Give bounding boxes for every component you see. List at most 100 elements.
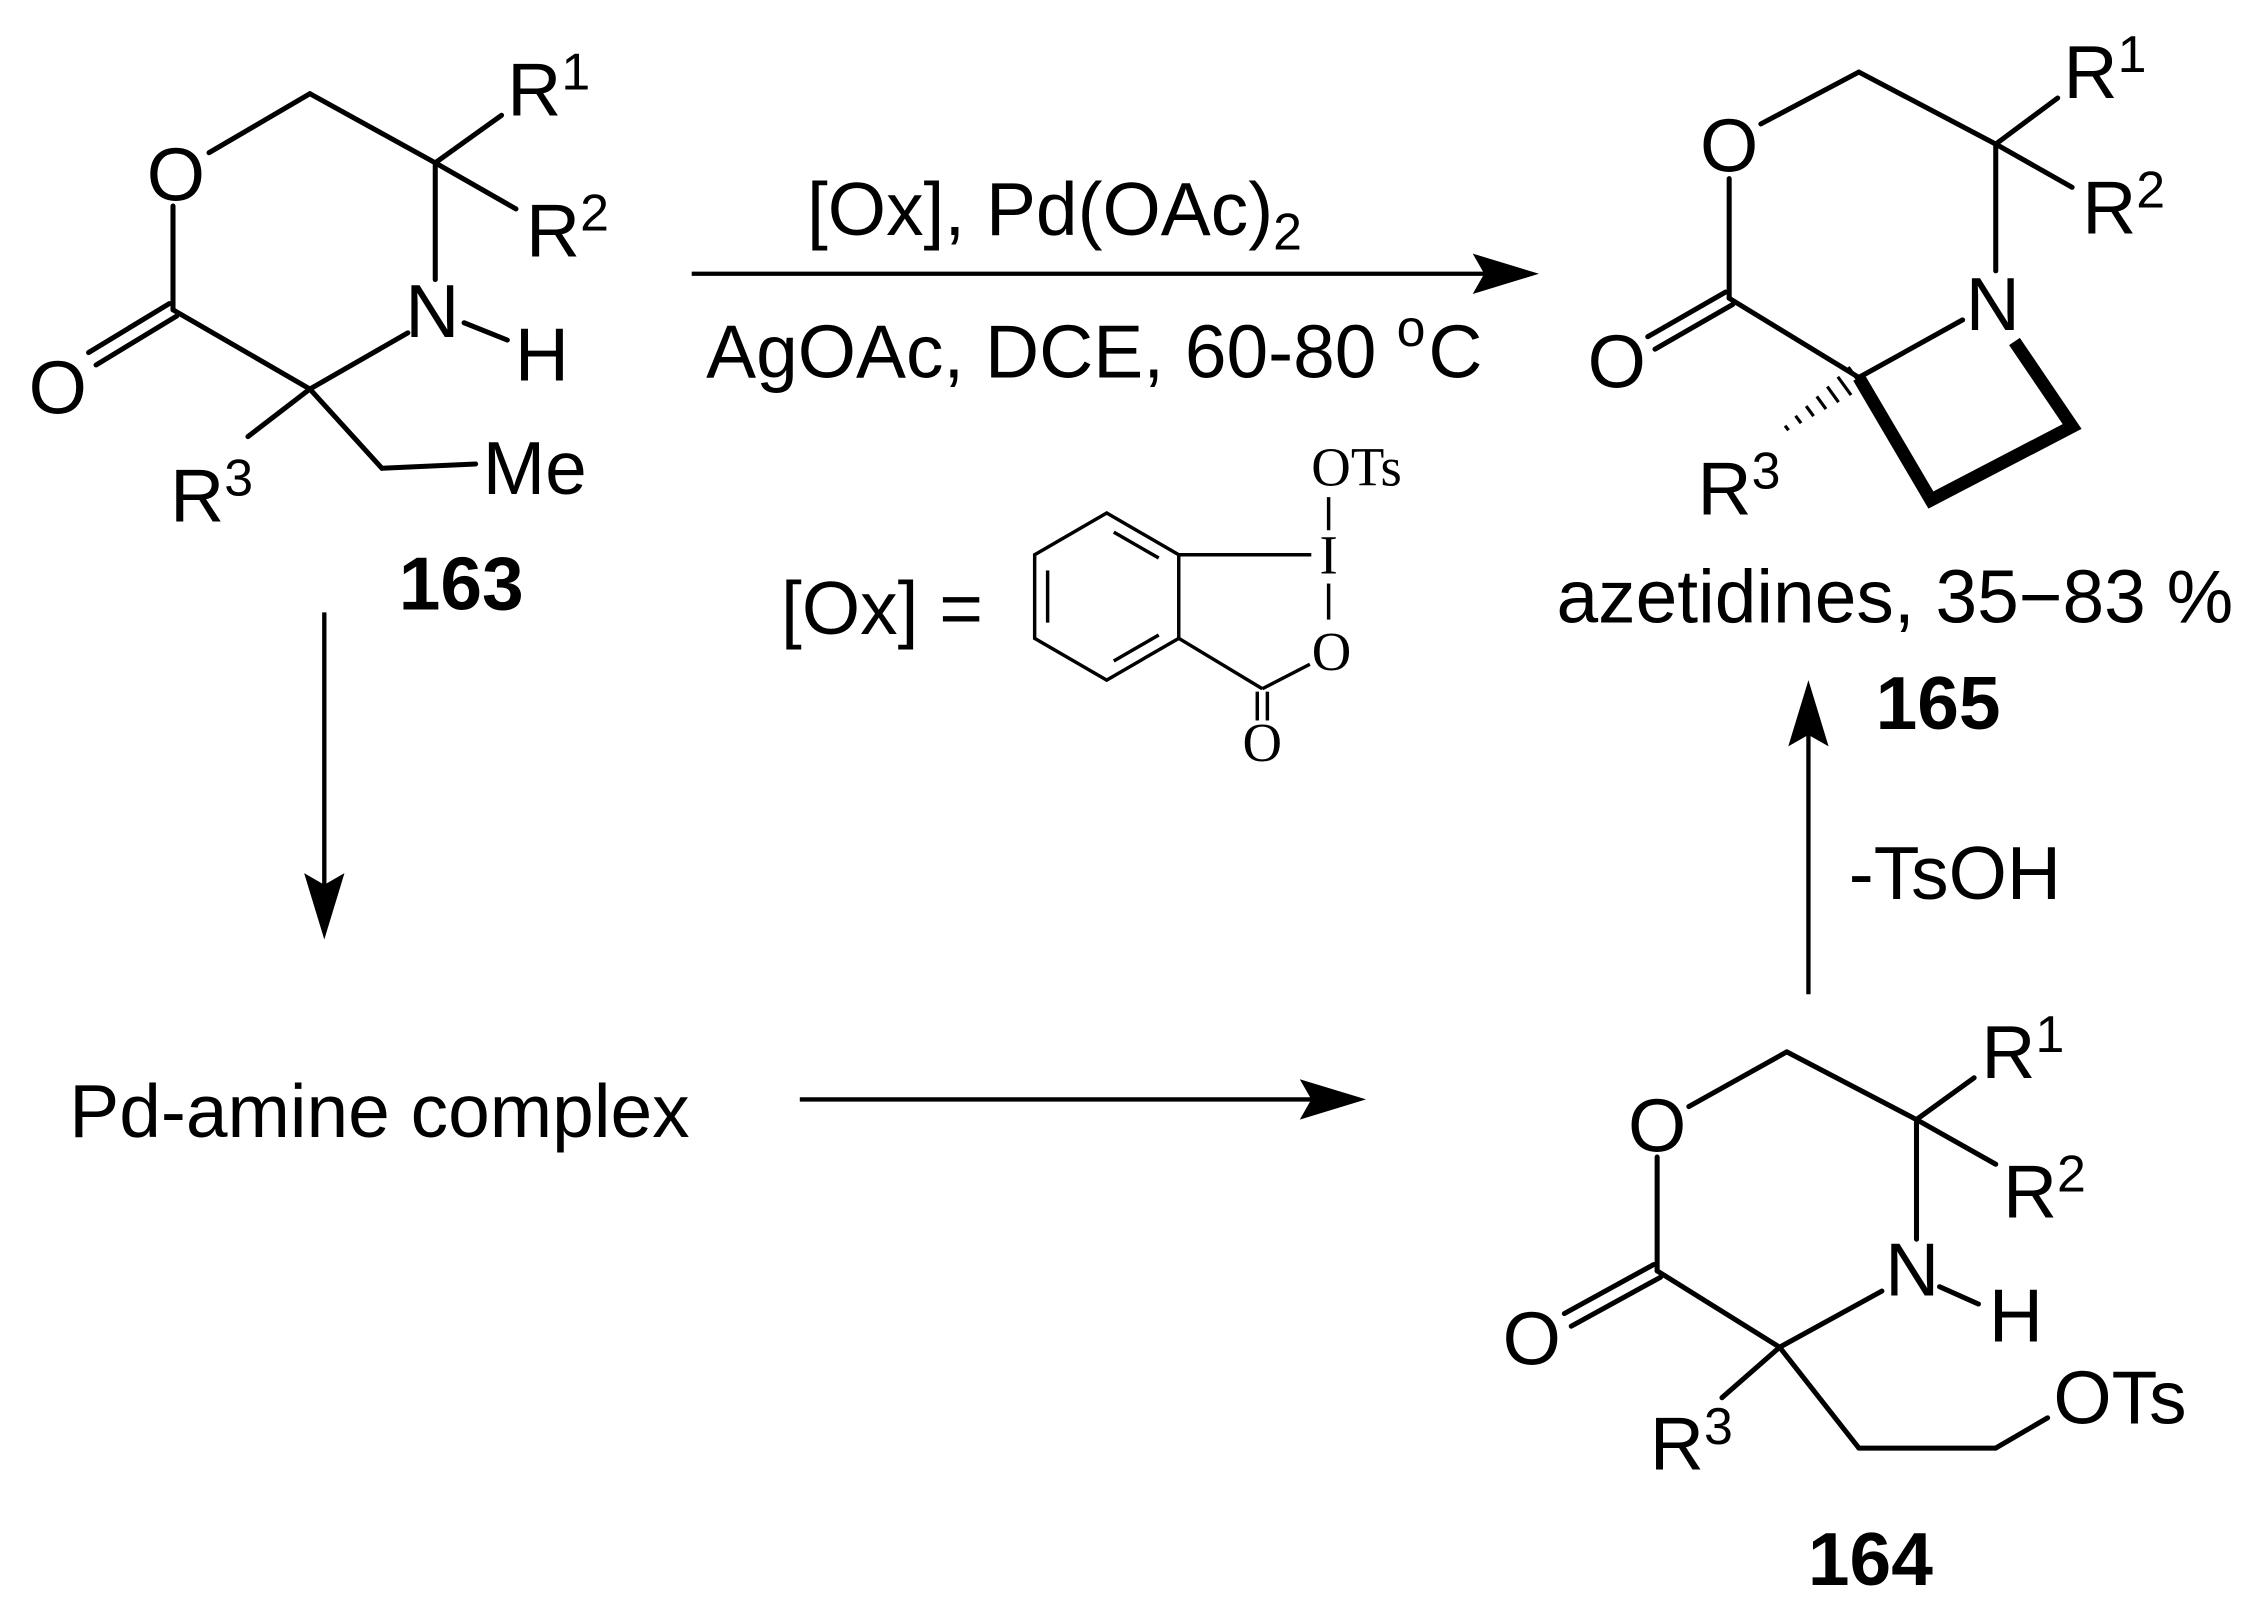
bond-c3-ch2a <box>1777 1344 1862 1451</box>
bond-c2-carbonyl-o-outer <box>1561 1262 1657 1317</box>
r3-label: R3 <box>170 449 253 538</box>
arrow-complex-to-164 <box>799 1079 1367 1120</box>
hash-segment <box>1826 385 1840 404</box>
bond-c3-r3 <box>245 386 313 440</box>
bond-c3-c2 <box>170 307 313 392</box>
compound-164: O O N H R1 R2 R3 OTs 164 <box>1503 1005 2187 1601</box>
intermediate-label: Pd-amine complex <box>69 1069 689 1153</box>
benzene-ring <box>1032 510 1181 683</box>
r1-label: R1 <box>507 42 590 131</box>
yield-caption: azetidines, 35−83 % <box>1557 554 2234 638</box>
bond-ch2b-ots <box>1993 1415 2051 1451</box>
reagents-subscript: 2 <box>1273 202 1302 260</box>
bond-o1-c6 <box>1686 1049 1790 1110</box>
bond-o1-c6 <box>206 91 313 156</box>
hash-segment <box>1783 424 1790 432</box>
r2-symbol: R <box>2003 1150 2057 1234</box>
compound-number-165: 165 <box>1876 661 2001 745</box>
bond-c6-c5 <box>1784 1049 1920 1123</box>
bond-c5-r2 <box>1993 141 2075 190</box>
bond-c2-carbonyl-o-inner <box>93 313 180 368</box>
benzene-inner-bond-top <box>1112 530 1160 560</box>
bond-c5-r2 <box>1913 1117 1999 1167</box>
r1-symbol: R <box>1981 1010 2035 1094</box>
iodine-label: I <box>1319 524 1337 585</box>
oxidant-ring-oxygen-label: O <box>1312 621 1352 682</box>
hashed-bond-spiro-c-r3 <box>1783 366 1865 432</box>
r1-label: R1 <box>2063 25 2146 114</box>
nitrogen-label: N <box>405 269 459 353</box>
azetidine-bold-bonds <box>1853 337 2082 509</box>
r2-index: 2 <box>2136 160 2165 218</box>
bond-c3-ch2 <box>307 386 385 471</box>
oxidant-label: [Ox] = <box>781 566 983 650</box>
bond-oxygen-carbonyl-c <box>1261 662 1311 691</box>
conditions-degree: o <box>1397 299 1426 357</box>
hash-segment <box>1847 366 1865 389</box>
nitrogen-label: N <box>1885 1227 1939 1311</box>
carbonyl-oxygen-label: O <box>1503 1297 1561 1381</box>
oxidant-definition: [Ox] = OTs I O O <box>781 437 1402 773</box>
ots-label: OTs <box>1311 437 1401 498</box>
bond-c2-carbonyl-o-outer <box>86 301 172 356</box>
bond-n4-c3 <box>307 330 411 392</box>
hash-segment <box>1836 375 1853 397</box>
r2-index: 2 <box>2057 1145 2086 1203</box>
arrow-163-to-complex <box>304 612 345 940</box>
bond-n4-c3 <box>1777 1288 1885 1350</box>
amine-hydrogen-label: H <box>515 312 569 396</box>
bond-n4-h <box>461 320 510 343</box>
compound-number-163: 163 <box>399 542 524 626</box>
bond-c3-c2 <box>1654 1268 1783 1350</box>
bond-c5-r1 <box>1913 1075 1977 1123</box>
bond-c6-c5 <box>307 91 438 166</box>
r1-index: 1 <box>561 42 590 100</box>
bond-spiro-c-c2 <box>1726 295 1862 381</box>
hash-segment <box>1794 414 1803 425</box>
r1-index: 1 <box>2035 1005 2064 1063</box>
arrow-163-to-165 <box>691 253 1539 294</box>
hash-segment <box>1815 395 1828 411</box>
nitrogen-label: N <box>1966 262 2020 346</box>
arrow-head <box>1788 680 1829 747</box>
r3-label: R3 <box>1650 1397 1733 1486</box>
r2-symbol: R <box>526 188 580 272</box>
carbonyl-oxygen-label: O <box>1588 320 1646 404</box>
amine-hydrogen-label: H <box>1989 1273 2043 1357</box>
benzene-inner-bond-bottom <box>1112 633 1160 663</box>
bond-c2-carbonyl-o-inner <box>1568 1274 1664 1329</box>
r3-index: 3 <box>1704 1397 1733 1455</box>
methyl-label: Me <box>483 426 587 510</box>
compound-number-164: 164 <box>1808 1517 1933 1601</box>
reagents-label: [Ox], Pd(OAc)2 <box>807 167 1302 260</box>
ring-oxygen-label: O <box>147 132 205 216</box>
bond-ch2-me <box>379 461 479 471</box>
bond-c3-r3 <box>1719 1344 1783 1401</box>
compound-163: O O N H R1 R2 R3 Me 163 <box>29 42 609 625</box>
r2-symbol: R <box>2082 165 2136 249</box>
carbonyl-oxygen-label: O <box>29 346 87 430</box>
compound-165: O O N R1 R2 R3 azetidines, 35−83 % 165 <box>1557 25 2234 745</box>
conditions-unit: C <box>1428 310 1482 394</box>
bond-n-spiro-c <box>1856 317 1966 381</box>
arrow-164-to-165 <box>1788 680 1829 995</box>
bond-c6-c5 <box>1856 69 1999 147</box>
r1-symbol: R <box>2063 30 2117 114</box>
byproduct-label: -TsOH <box>1849 831 2061 915</box>
r2-label: R2 <box>526 184 609 273</box>
r3-symbol: R <box>170 454 224 538</box>
bond-c5-r1 <box>1993 95 2061 147</box>
r3-symbol: R <box>1650 1402 1704 1486</box>
r3-index: 3 <box>224 449 253 507</box>
conditions-text: AgOAc, DCE, 60-80 <box>706 310 1376 394</box>
oxidant-carbonyl-oxygen-label: O <box>1243 712 1283 773</box>
arrow-head <box>1472 253 1539 294</box>
r1-label: R1 <box>1981 1005 2064 1094</box>
hash-segment <box>1804 405 1815 418</box>
reagents-text: [Ox], Pd(OAc) <box>807 167 1273 251</box>
conditions-label: AgOAc, DCE, 60-80 oC <box>706 299 1482 394</box>
r3-label: R3 <box>1697 441 1780 530</box>
r1-index: 1 <box>2118 25 2147 83</box>
ring-oxygen-label: O <box>1700 103 1758 187</box>
